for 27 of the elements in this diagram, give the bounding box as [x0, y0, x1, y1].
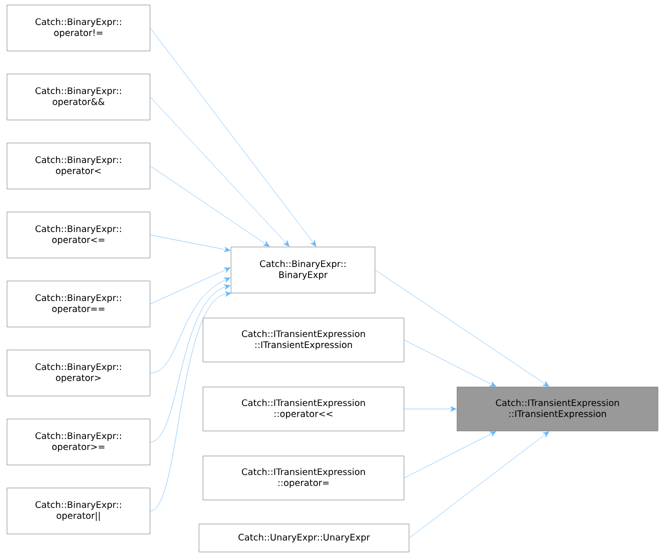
arrow — [150, 278, 231, 374]
arrow — [375, 270, 550, 387]
function-box: Catch::ITransientExpression ::operator= — [202, 456, 404, 500]
function-box: Catch::BinaryExpr:: operator== — [6, 280, 150, 328]
function-box: Catch::UnaryExpr::UnaryExpr — [198, 524, 410, 552]
arrow — [150, 96, 290, 247]
function-box: Catch::BinaryExpr:: BinaryExpr — [230, 246, 376, 294]
arrow — [150, 166, 270, 247]
arrow — [150, 234, 230, 252]
function-box: Catch::BinaryExpr:: operator!= — [6, 4, 150, 52]
function-box: Catch::BinaryExpr:: operator> — [6, 350, 150, 396]
arrow — [150, 291, 232, 512]
function-box: Catch::BinaryExpr:: operator&& — [6, 74, 150, 120]
function-box: Catch::BinaryExpr:: operator<= — [6, 212, 150, 258]
arrow — [404, 340, 496, 387]
arrow — [404, 406, 456, 412]
function-box: Catch::BinaryExpr:: operator>= — [6, 418, 150, 466]
function-box: Catch::ITransientExpression ::ITransientExpression — [202, 318, 404, 362]
function-box: Catch::ITransientExpression ::operator<< — [202, 386, 404, 432]
arrow — [404, 431, 496, 478]
highlighted-function-box: Catch::ITransientExpression ::ITransientExpression — [456, 386, 658, 432]
arrow — [150, 28, 316, 247]
arrow — [150, 267, 231, 304]
arrow — [150, 284, 231, 442]
function-box: Catch::BinaryExpr:: operator|| — [6, 488, 150, 534]
function-box: Catch::BinaryExpr:: operator< — [6, 142, 150, 190]
arrow — [409, 431, 550, 538]
